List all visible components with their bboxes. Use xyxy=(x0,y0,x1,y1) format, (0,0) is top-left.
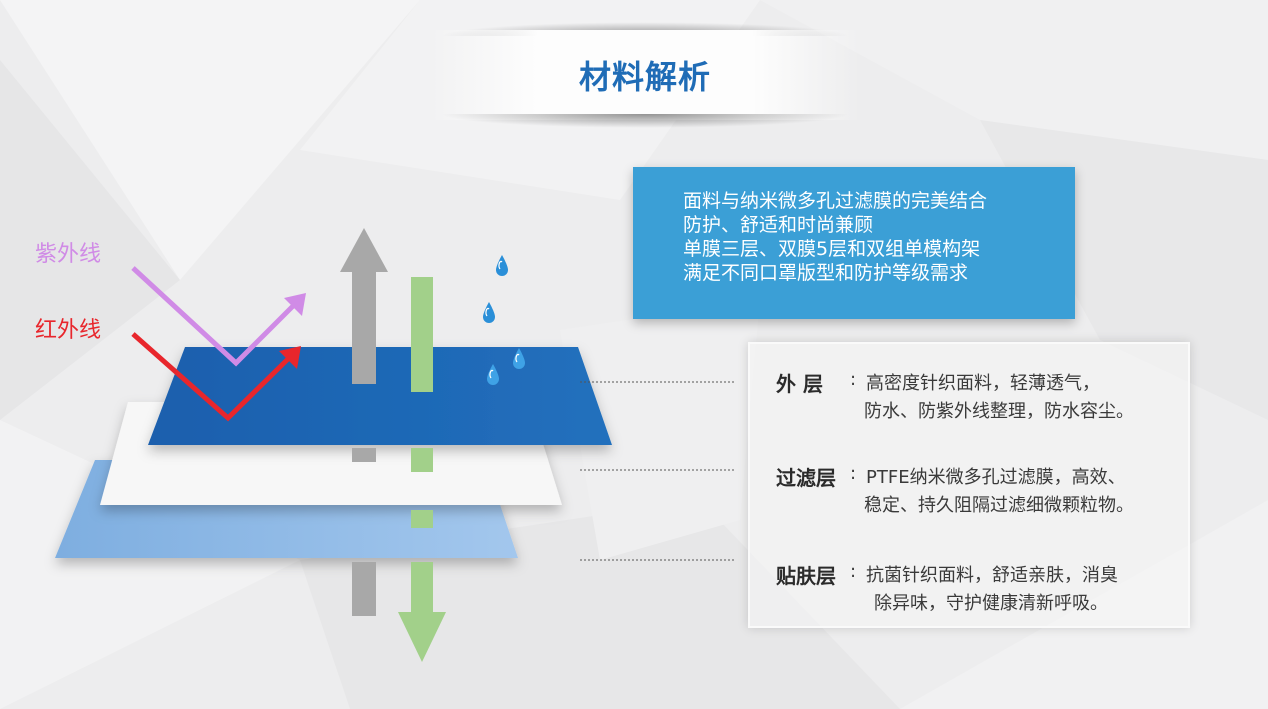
info-line: 防护、舒适和时尚兼顾 xyxy=(683,214,874,236)
info-box: 面料与纳米微多孔过滤膜的完美结合 防护、舒适和时尚兼顾 单膜三层、双膜5层和双组… xyxy=(633,167,1075,319)
down-arrow-icon xyxy=(398,277,446,662)
layer-colon: : xyxy=(850,463,857,484)
outer-layer xyxy=(148,347,612,445)
ir-ray xyxy=(131,332,301,422)
layer-colon: : xyxy=(850,369,857,390)
layer-label: 贴肤层 xyxy=(776,564,836,588)
uv-label: 紫外线 xyxy=(35,242,102,267)
info-line: 单膜三层、双膜5层和双组单模构架 xyxy=(683,238,981,260)
ir-label: 红外线 xyxy=(35,318,102,343)
water-drop-icon xyxy=(513,348,525,369)
layer-desc-line2: 除异味，守护健康清新呼吸。 xyxy=(874,593,1108,614)
title-shadow-bottom xyxy=(440,114,850,128)
water-drop-icon xyxy=(496,255,508,276)
water-drop-icon xyxy=(483,302,495,323)
page-title: 材料解析 xyxy=(578,58,711,96)
layer-desc-line2: 防水、防紫外线整理，防水容尘。 xyxy=(864,401,1134,422)
water-drop-icon xyxy=(487,364,499,385)
info-line: 面料与纳米微多孔过滤膜的完美结合 xyxy=(683,190,988,212)
up-arrow-icon xyxy=(340,228,388,616)
uv-ray xyxy=(131,266,306,367)
layer-desc-line1: 抗菌针织面料，舒适亲肤，消臭 xyxy=(866,565,1118,586)
layer-label: 过滤层 xyxy=(776,466,836,490)
info-line: 满足不同口罩版型和防护等级需求 xyxy=(683,262,969,284)
layer-desc-line1: 高密度针织面料，轻薄透气， xyxy=(866,373,1100,394)
layer-colon: : xyxy=(850,561,857,582)
layer-description-box: 外 层 : 高密度针织面料，轻薄透气， 防水、防紫外线整理，防水容尘。 过滤层 … xyxy=(748,342,1190,628)
layer-label: 外 层 xyxy=(776,372,823,396)
title-band xyxy=(430,30,860,120)
layer-desc-line1: PTFE纳米微多孔过滤膜，高效、 xyxy=(866,467,1126,488)
layer-desc-line2: 稳定、持久阻隔过滤细微颗粒物。 xyxy=(864,495,1134,516)
